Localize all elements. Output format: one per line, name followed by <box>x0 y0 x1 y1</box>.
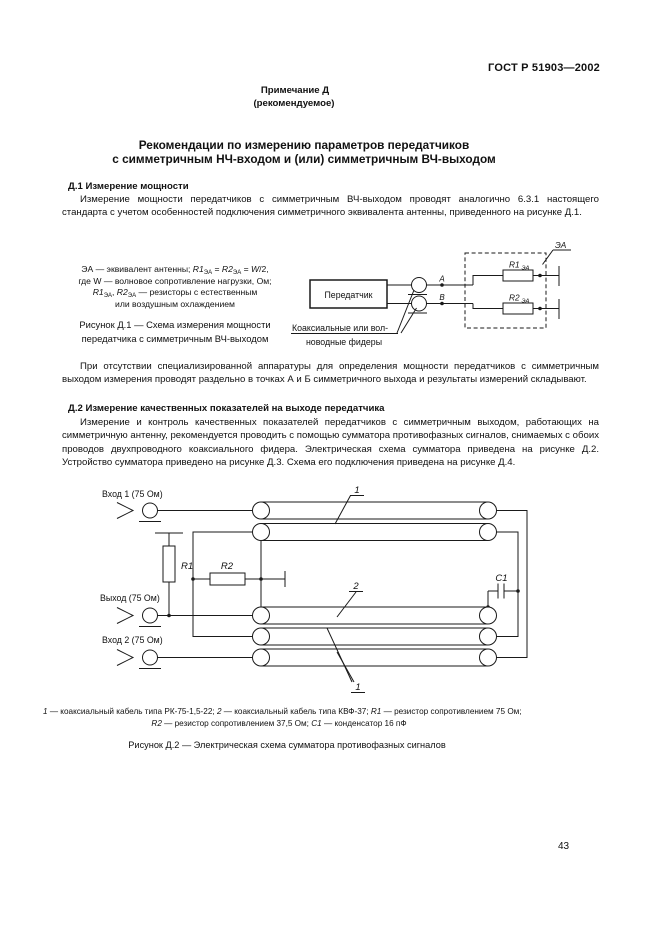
legend-line-4: или воздушным охлаждением <box>115 298 235 309</box>
feeder-label-line1: Коаксиальные или вол- <box>292 323 388 333</box>
callout-bottom-label: 1 <box>355 682 360 693</box>
equivalent-antenna-box <box>464 252 547 329</box>
transmitter-box: Передатчик <box>309 279 388 309</box>
figure-d1-caption-line2: передатчика с симметричным ВЧ-выходом <box>81 332 269 344</box>
annex-subtitle: (рекомендуемое) <box>253 98 335 109</box>
feeder-line-b: B <box>387 293 503 314</box>
callout-bottom-1: 1 <box>326 627 365 693</box>
callout-top-1: 1 <box>334 485 364 525</box>
coax-connector-icon <box>142 649 158 666</box>
input1-label: Вход 1 (75 Ом) <box>102 489 163 499</box>
figure-d1-caption-line1: Рисунок Д.1 — Схема измерения мощности <box>79 319 271 330</box>
figure-d1-legend: ЭА — эквивалент антенны; R1ЭА = R2ЭА = W… <box>62 264 288 310</box>
cable-second <box>252 523 497 541</box>
feeder-callout: Коаксиальные или вол- новодные фидеры <box>291 289 417 347</box>
section-heading-d2: Д.2 Измерение качественных показателей н… <box>68 403 385 414</box>
paragraph-d2: Измерение и контроль качественных показа… <box>62 417 599 469</box>
r2ea-sub: ЭА <box>522 299 530 305</box>
left-interconnect-wire <box>192 531 253 637</box>
resistor-r1: R1 <box>155 532 193 618</box>
cable-fourth <box>252 627 497 646</box>
right-inner-wire <box>496 531 519 637</box>
section-heading-d1: Д.1 Измерение мощности <box>68 181 189 192</box>
cable-top <box>252 501 497 520</box>
capacitor-c1: C1 <box>486 573 520 609</box>
annex-title: Примечание Д <box>260 85 330 96</box>
point-b-node <box>440 301 444 306</box>
callout-top-label: 1 <box>354 485 359 496</box>
coax-connector-icon <box>142 607 158 624</box>
r1ea-sub: ЭА <box>522 266 530 272</box>
legend-line-3: R1ЭА, R2ЭА — резисторы с естественным <box>92 287 258 299</box>
feeder-label-line2: новодные фидеры <box>306 337 382 347</box>
output-connector: Выход (75 Ом) <box>100 593 253 627</box>
page-title-line2: с симметричным НЧ-входом и (или) симметр… <box>112 152 496 166</box>
page-title-line1: Рекомендации по измерению параметров пер… <box>138 138 470 152</box>
ea-label: ЭА <box>555 240 567 250</box>
paragraph-d1: Измерение мощности передатчиков с симмет… <box>62 194 599 219</box>
figure-d2-footnote-line1: 1 — коаксиальный кабель типа РК-75-1,5-2… <box>43 707 522 716</box>
legend-line-1: ЭА — эквивалент антенны; R1ЭА = R2ЭА = W… <box>81 264 269 276</box>
callout-mid-label: 2 <box>352 581 359 592</box>
legend-line-2: где W — волновое сопротивление нагрузки,… <box>78 275 272 286</box>
callout-mid-2: 2 <box>336 581 363 618</box>
resistor-r2ea: R2 ЭА <box>502 293 560 319</box>
ea-callout: ЭА <box>542 240 571 265</box>
figure-d2-caption: Рисунок Д.2 — Электрическая схема суммат… <box>128 740 446 750</box>
r2-label: R2 <box>221 561 234 572</box>
doc-code: ГОСТ Р 51903—2002 <box>488 62 600 74</box>
coax-connector-icon <box>142 502 158 519</box>
transmitter-label: Передатчик <box>324 290 372 300</box>
output-label: Выход (75 Ом) <box>100 593 160 603</box>
r1ea-label: R1 <box>509 260 520 270</box>
r1-label: R1 <box>181 561 193 572</box>
coax-connector-icon <box>411 295 427 312</box>
page-number: 43 <box>558 841 570 852</box>
point-a-label: A <box>438 275 444 284</box>
cable-middle <box>252 606 497 625</box>
figure-d2-footnote-line2: R2 — резистор сопротивлением 37,5 Ом; С1… <box>151 719 407 728</box>
input2-label: Вход 2 (75 Ом) <box>102 635 163 645</box>
input2-connector: Вход 2 (75 Ом) <box>102 635 253 669</box>
figure-d1-diagram: Передатчик A B R1 <box>291 240 571 347</box>
resistor-r2: R2 <box>191 561 286 587</box>
point-b-label: B <box>439 293 445 302</box>
c1-label: C1 <box>495 573 507 584</box>
cable-bottom <box>252 648 497 667</box>
feeder-line-a: A <box>387 275 503 295</box>
point-a-node <box>440 283 444 287</box>
resistor-r1ea: R1 ЭА <box>502 260 560 286</box>
input1-connector: Вход 1 (75 Ом) <box>102 489 253 522</box>
paragraph-d1-2: При отсутствии специализированной аппара… <box>62 361 599 386</box>
figure-d1-caption: Рисунок Д.1 — Схема измерения мощности п… <box>62 318 288 346</box>
right-outer-wire <box>496 510 528 658</box>
figure-d2-schematic: Вход 1 (75 Ом) Выход (75 Ом) Вход 2 (75 … <box>100 485 528 693</box>
r2ea-label: R2 <box>509 293 520 303</box>
